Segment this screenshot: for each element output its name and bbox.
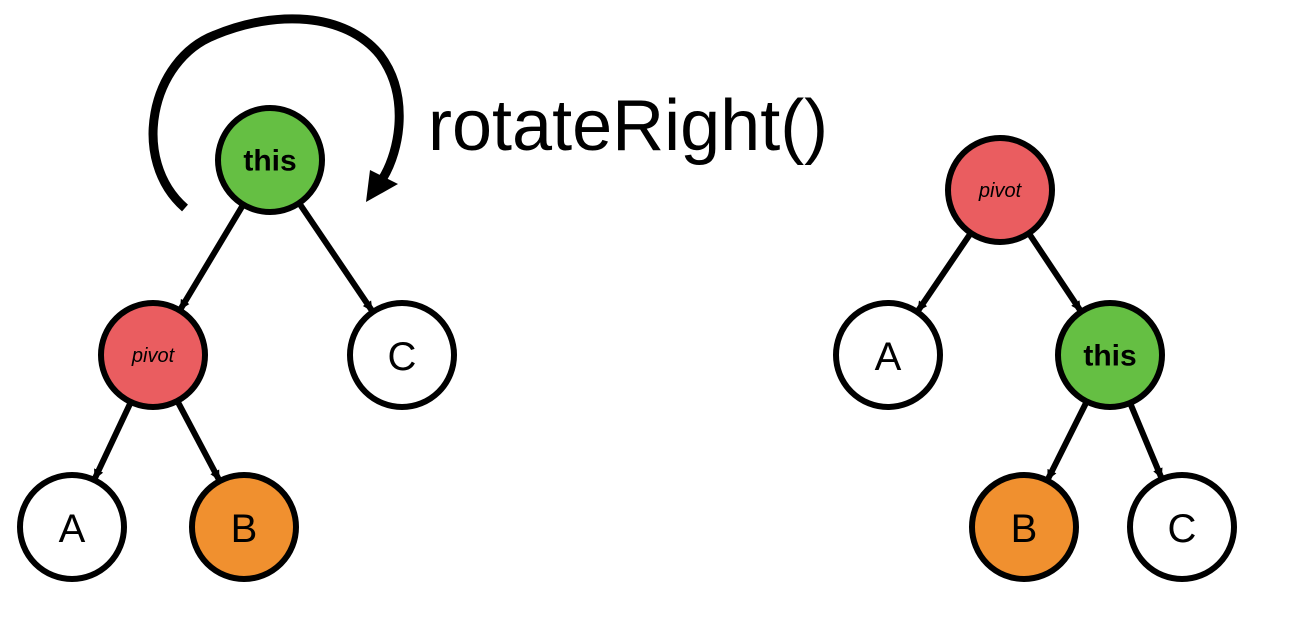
node-this: this — [1055, 300, 1165, 410]
node-label: C — [388, 335, 417, 379]
node-circle — [833, 300, 943, 410]
edge-this-to-pivot — [178, 203, 246, 311]
caption: rotateRight() — [428, 86, 828, 166]
node-circle — [1055, 300, 1165, 410]
edge-pivot-to-b — [174, 399, 222, 481]
node-a: A — [833, 300, 943, 410]
node-label: this — [243, 145, 296, 178]
node-c: C — [1127, 472, 1237, 582]
node-a: A — [17, 472, 127, 582]
node-label: B — [1011, 507, 1038, 551]
edge-pivot-to-a — [915, 231, 974, 313]
edge-pivot-to-a — [92, 400, 134, 480]
edge-this-to-b — [1045, 400, 1090, 481]
edge-pivot-to-this — [1026, 231, 1083, 312]
node-label: A — [59, 507, 86, 551]
node-pivot: pivot — [945, 135, 1055, 245]
node-circle — [1127, 472, 1237, 582]
node-label: B — [231, 507, 258, 551]
node-circle — [347, 300, 457, 410]
node-circle — [945, 135, 1055, 245]
rotation-arrow-icon — [148, 14, 404, 212]
node-circle — [17, 472, 127, 582]
edge-this-to-c — [296, 201, 375, 312]
node-circle — [98, 300, 208, 410]
node-b: B — [969, 472, 1079, 582]
node-label: C — [1168, 507, 1197, 551]
node-this: this — [215, 105, 325, 215]
node-b: B — [189, 472, 299, 582]
node-label: pivot — [131, 345, 176, 367]
node-circle — [969, 472, 1079, 582]
node-c: C — [347, 300, 457, 410]
node-pivot: pivot — [98, 300, 208, 410]
node-circle — [189, 472, 299, 582]
tree-before-rotation: this pivot C A B — [17, 105, 457, 582]
edge-this-to-c — [1127, 401, 1164, 479]
node-circle — [215, 105, 325, 215]
node-label: this — [1083, 340, 1136, 373]
node-label: A — [875, 335, 902, 379]
node-label: pivot — [978, 180, 1023, 202]
